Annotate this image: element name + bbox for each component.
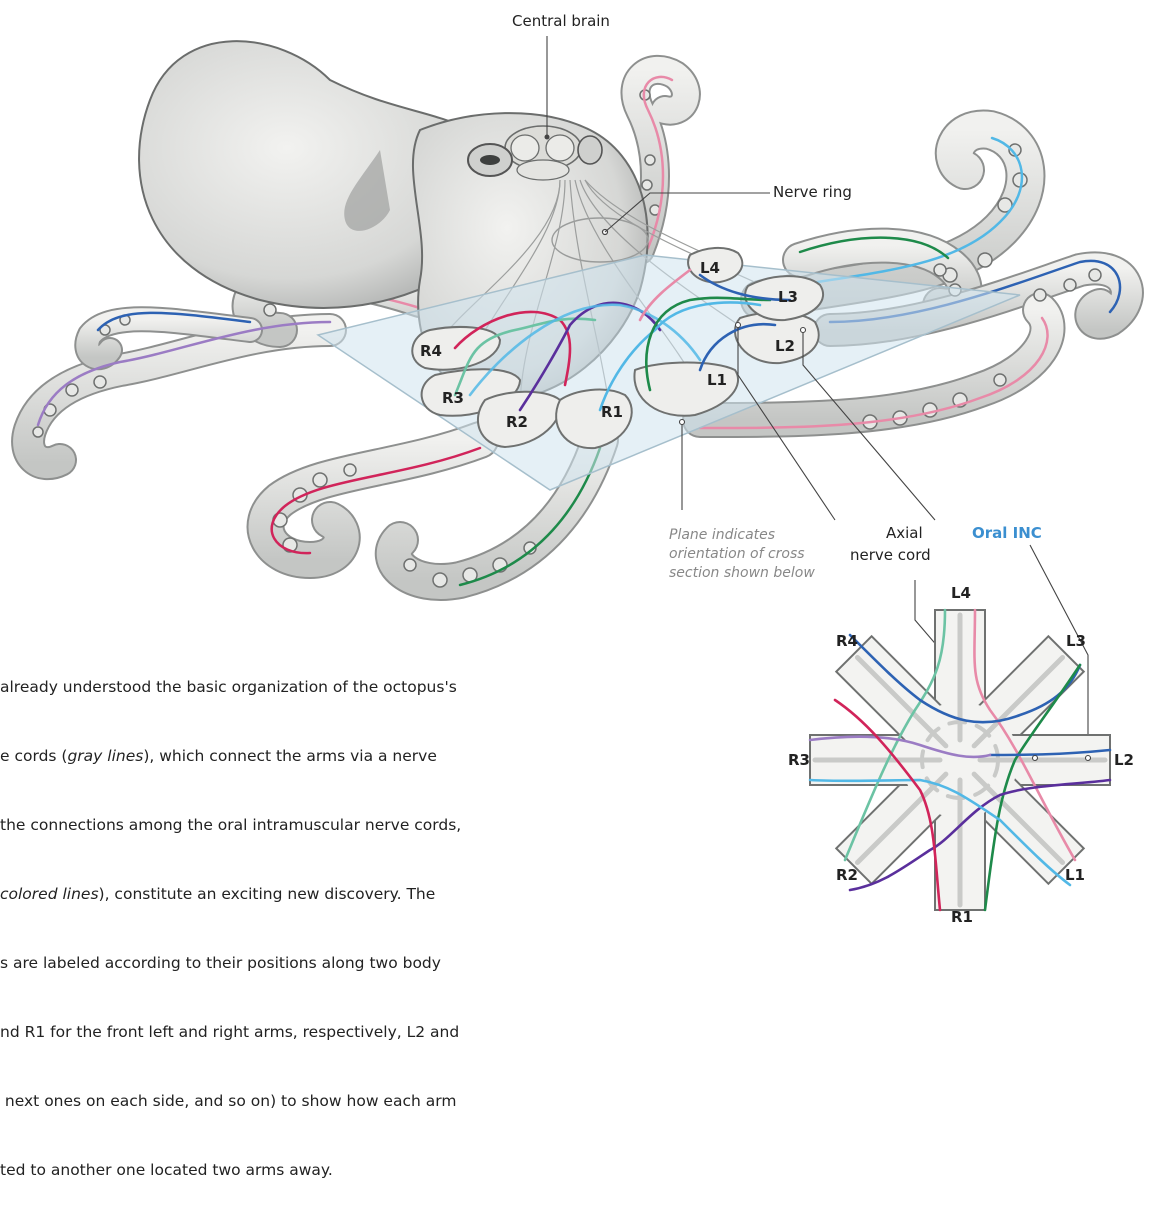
caption-line6: nd R1 for the front left and right arms,…	[0, 1023, 459, 1041]
cross-label-r1: R1	[951, 908, 973, 926]
caption-line2b: ), which connect the arms via a nerve	[143, 747, 437, 765]
arm-label-l1: L1	[707, 371, 727, 389]
caption-line7: next ones on each side, and so on) to sh…	[0, 1092, 456, 1110]
caption-line1: already understood the basic organizatio…	[0, 678, 457, 696]
caption-line5: s are labeled according to their positio…	[0, 954, 441, 972]
axial-label-line2: nerve cord	[850, 546, 931, 565]
arm-label-r1: R1	[601, 403, 623, 421]
cross-section-oral-marker	[1086, 756, 1091, 761]
nerve-ring-label: Nerve ring	[773, 183, 852, 202]
arm-label-l4: L4	[700, 259, 720, 277]
cross-section-axial-marker	[1033, 756, 1038, 761]
cross-label-r2: R2	[836, 866, 858, 884]
arm-label-l2: L2	[775, 337, 795, 355]
central-brain-label: Central brain	[512, 12, 610, 31]
cross-label-l4: L4	[951, 584, 971, 602]
caption-line3: the connections among the oral intramusc…	[0, 816, 461, 834]
arm-label-r3: R3	[442, 389, 464, 407]
cross-label-r3: R3	[788, 751, 810, 769]
caption-paragraph: already understood the basic organizatio…	[0, 630, 430, 1205]
plane-note-line1: Plane indicates	[669, 526, 775, 545]
arm-label-r4: R4	[420, 342, 442, 360]
cross-label-l3: L3	[1066, 632, 1086, 650]
octopus-eye	[468, 144, 512, 176]
cross-label-l2: L2	[1114, 751, 1134, 769]
caption-line4-italic: colored lines	[0, 885, 99, 903]
cross-section	[810, 610, 1110, 910]
cross-label-l1: L1	[1065, 866, 1085, 884]
axial-label-line1: Axial	[886, 524, 923, 543]
arm-label-l3: L3	[778, 288, 798, 306]
caption-line4: ), constitute an exciting new discovery.…	[99, 885, 436, 903]
arm-label-r2: R2	[506, 413, 528, 431]
octopus-eye-right	[578, 136, 602, 164]
caption-line2a: e cords (	[0, 747, 67, 765]
plane-note-line3: section shown below	[669, 564, 815, 583]
plane-note-line2: orientation of cross	[669, 545, 805, 564]
oral-inc-label: Oral INC	[972, 524, 1042, 543]
caption-line8: ted to another one located two arms away…	[0, 1161, 333, 1179]
cross-label-r4: R4	[836, 632, 858, 650]
caption-line2-italic: gray lines	[67, 747, 143, 765]
